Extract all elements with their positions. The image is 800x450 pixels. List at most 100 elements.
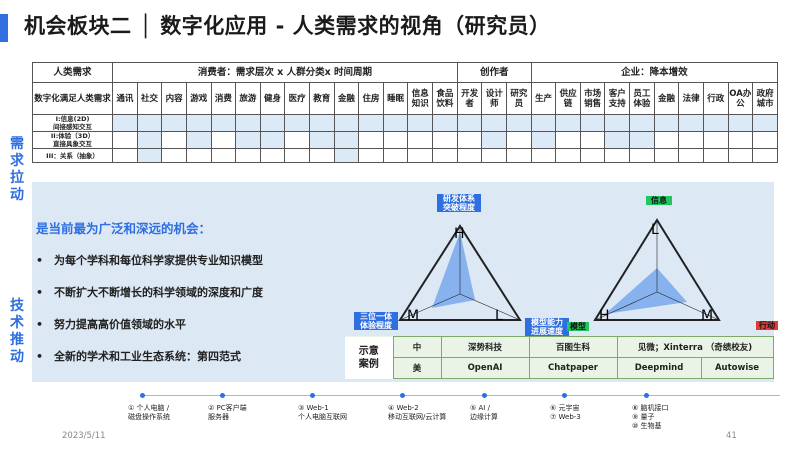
grid-cell (530, 131, 557, 149)
grid-cell (530, 148, 557, 163)
grid-cell (555, 148, 581, 163)
grid-cell (136, 148, 163, 163)
opportunity-title: 是当前最为广泛和深远的机会： (36, 221, 212, 236)
grid-cell (653, 131, 680, 149)
column-header: 设计师 (481, 82, 508, 115)
grid-cell (407, 114, 433, 132)
region-cn: 中 (392, 336, 442, 358)
bullet-item: •为每个学科和每位科学家提供专业知识模型 (36, 254, 263, 267)
grid-cell (481, 131, 508, 149)
timeline-dot (140, 393, 145, 398)
timeline-dot (562, 393, 567, 398)
grid-cell (259, 114, 286, 132)
grid-cell (358, 148, 384, 163)
grid-cell (407, 131, 433, 149)
example-cases-table: 示意 案例 中 深势科技 百图生科 见微；Xinterra （奇绩校友) 美 O… (345, 336, 774, 379)
grid-cell (653, 114, 680, 132)
region-us: 美 (392, 357, 442, 379)
column-header: 金融 (333, 82, 360, 115)
grid-cell (333, 114, 360, 132)
grid-cell (210, 148, 237, 163)
column-header: 住房 (358, 82, 384, 115)
grid-cell (678, 114, 704, 132)
grid-cell (678, 131, 704, 149)
column-header: 睡眠 (382, 82, 409, 115)
grid-cell (579, 131, 606, 149)
column-header: 行政 (702, 82, 729, 115)
grid-cell (112, 148, 138, 163)
column-header: 政府城市 (752, 82, 778, 115)
column-header: OA办公 (727, 82, 754, 115)
column-header: 教育 (308, 82, 335, 115)
grid-cell (604, 114, 631, 132)
triangle-diagrams: H M L L H M (398, 218, 721, 324)
column-header: 通讯 (112, 82, 138, 115)
left-right-tag: 模型能力 进展速度 (525, 318, 569, 336)
left-triangle: H M L (398, 224, 522, 324)
grid-cell (284, 114, 310, 132)
timeline-label: ⑤ AI /边缘计算 (470, 404, 498, 421)
svg-text:L: L (651, 222, 659, 238)
group-creator: 创作者 (456, 62, 532, 83)
svg-text:H: H (454, 226, 465, 242)
example-cell: Chatpaper (528, 357, 618, 379)
grid-cell (727, 114, 754, 132)
example-cell: OpenAI (440, 357, 530, 379)
grid-cell (407, 148, 433, 163)
grid-cell (604, 131, 631, 149)
grid-cell (358, 114, 384, 132)
example-label: 示意 案例 (345, 336, 393, 379)
timeline-label: ② PC客户端服务器 (208, 404, 247, 421)
timeline-dot (400, 393, 405, 398)
group-consumer: 消费者：需求层次 x 人群分类x 时间周期 (112, 62, 458, 83)
grid-cell (185, 131, 212, 149)
grid-cell (752, 148, 778, 163)
timeline-label: ① 个人电脑 /磁盘操作系统 (128, 404, 170, 421)
grid-cell (333, 148, 360, 163)
grid-cell (506, 131, 532, 149)
grid-cell (456, 131, 483, 149)
demand-side-label: 需求 拉动 (10, 136, 24, 203)
right-top-tag: 信息 (646, 196, 672, 205)
grid-cell (185, 114, 212, 132)
grid-cell (284, 148, 310, 163)
example-cell: Deepmind (616, 357, 702, 379)
grid-cell (210, 131, 237, 149)
left-left-tag: 三位一体 体验程度 (354, 312, 398, 330)
bullet-item: •不断扩大不断增长的科学领域的深度和广度 (36, 286, 263, 299)
row-label: III：关系（抽象） (31, 148, 114, 163)
column-header: 社交 (136, 82, 163, 115)
grid-cell (308, 131, 335, 149)
grid-cell (161, 114, 187, 132)
grid-cell (432, 148, 458, 163)
grid-cell (702, 131, 729, 149)
grid-cell (702, 148, 729, 163)
column-header: 食品饮料 (432, 82, 458, 115)
grid-cell (358, 131, 384, 149)
grid-cell (136, 114, 163, 132)
grid-cell (752, 131, 778, 149)
grid-cell (530, 114, 557, 132)
column-header: 研究员 (506, 82, 532, 115)
column-header: 客户支持 (604, 82, 631, 115)
column-header: 医疗 (284, 82, 310, 115)
grid-cell (604, 148, 631, 163)
column-header: 生产 (530, 82, 557, 115)
example-cell: 见微；Xinterra （奇绩校友) (616, 336, 774, 358)
bullet-item: •努力提高高价值领域的水平 (36, 318, 186, 331)
grid-cell (629, 131, 655, 149)
page-title: 机会板块二 │ 数字化应用 - 人类需求的视角（研究员） (24, 14, 551, 38)
grid-cell (333, 131, 360, 149)
grid-cell (382, 148, 409, 163)
example-cell: Autowise (700, 357, 774, 379)
group-enterprise: 企业：降本增效 (530, 62, 779, 83)
timeline-dot (220, 393, 225, 398)
grid-cell (382, 114, 409, 132)
row-label: I:信息(2D)间接感知交互 (31, 114, 114, 132)
grid-cell (308, 114, 335, 132)
title-accent-bar (0, 14, 8, 42)
grid-cell (112, 131, 138, 149)
